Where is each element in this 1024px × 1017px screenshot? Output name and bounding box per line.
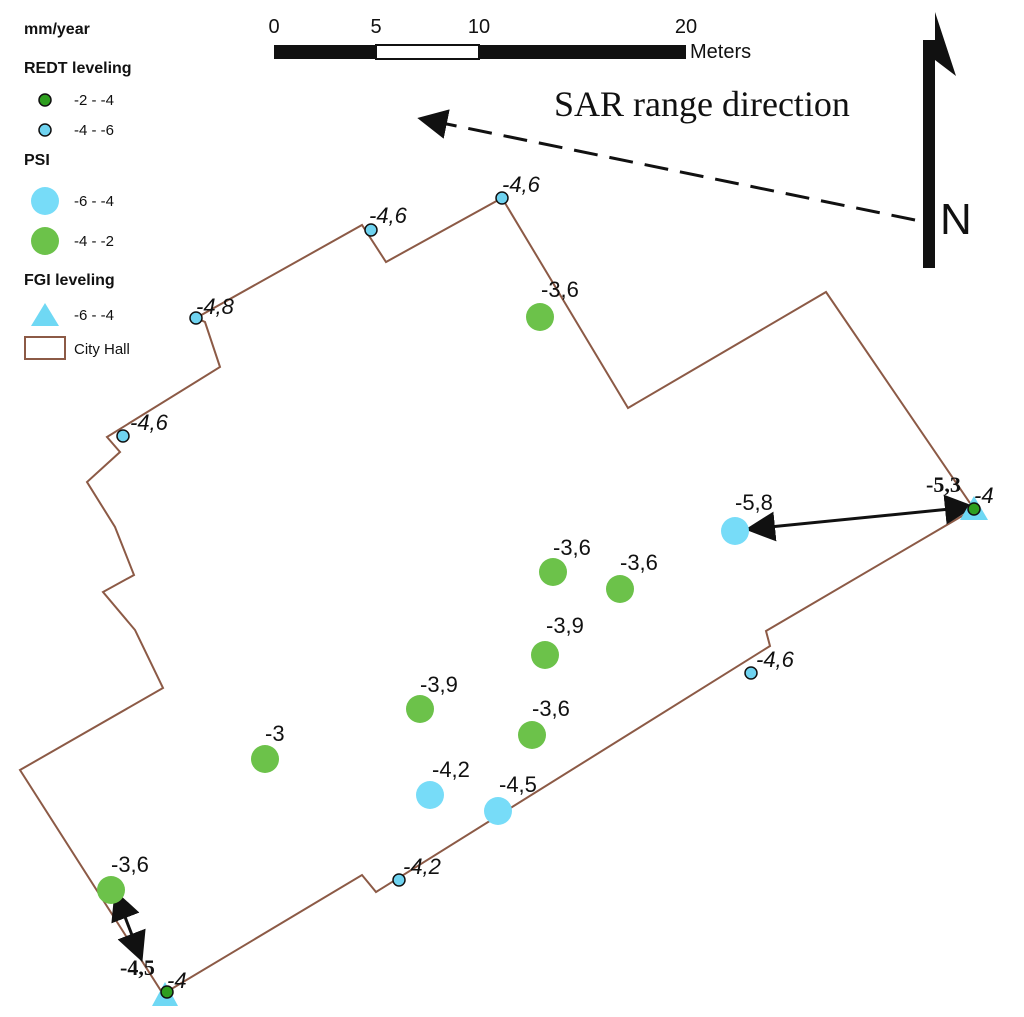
redt-label: -4,6 (130, 410, 169, 435)
redt-point (967, 502, 981, 516)
psi-label: -3,6 (620, 550, 658, 575)
north-label: N (940, 195, 972, 244)
city-hall-boundary (18, 196, 976, 996)
psi-label: -4,2 (432, 757, 470, 782)
psi-point (526, 303, 554, 331)
sar-range-direction: SAR range direction (417, 84, 916, 222)
psi-label: -3,9 (546, 613, 584, 638)
legend-fgi-item-1: -6 - -4 (74, 307, 114, 324)
north-arrow-head (935, 12, 956, 76)
legend-psi-green-symbol (31, 227, 59, 255)
scale-bar: 0 5 10 20 Meters (268, 16, 751, 63)
sar-range-direction-label: SAR range direction (554, 84, 850, 124)
scale-tick-5: 5 (370, 16, 381, 38)
redt-label: -4,6 (756, 647, 795, 672)
psi-label: -3 (265, 721, 285, 746)
psi-label: -3,6 (532, 696, 570, 721)
redt-label: -4,2 (403, 854, 441, 879)
scale-tick-20: 20 (675, 16, 697, 38)
legend-psi-title: PSI (24, 152, 50, 169)
psi-label: -3,6 (541, 277, 579, 302)
legend-unit: mm/year (24, 21, 90, 38)
psi-point (406, 695, 434, 723)
psi-point (606, 575, 634, 603)
redt-point (189, 311, 203, 325)
legend-redt-title: REDT leveling (24, 60, 132, 77)
legend: mm/year REDT leveling -2 - -4 -4 - -6 PS… (24, 21, 132, 360)
comparison-arrow-east (745, 494, 975, 542)
redt-point (744, 666, 758, 680)
north-arrow: N (923, 12, 972, 268)
redt-point (160, 985, 174, 999)
psi-point (251, 745, 279, 773)
scale-bar-segment-2 (375, 44, 480, 60)
legend-redt-item-1: -2 - -4 (74, 92, 114, 109)
redt-point (364, 223, 378, 237)
legend-psi-cyan-symbol (31, 187, 59, 215)
redt-label: -4 (167, 968, 187, 993)
psi-point (721, 517, 749, 545)
scale-bar-segment-3 (479, 45, 686, 59)
legend-psi-item-2: -4 - -2 (74, 233, 114, 250)
psi-point (518, 721, 546, 749)
legend-fgi-triangle-symbol (31, 303, 59, 326)
sar-range-direction-arrow (417, 109, 916, 222)
psi-point (416, 781, 444, 809)
psi-label: -3,9 (420, 672, 458, 697)
fgi-layer (152, 496, 988, 1006)
scale-tick-0: 0 (268, 16, 279, 38)
legend-redt-cyan-symbol (38, 123, 52, 137)
psi-label: -3,6 (111, 852, 149, 877)
legend-boundary-label: City Hall (74, 341, 130, 358)
psi-label: -3,6 (553, 535, 591, 560)
legend-boundary-symbol (24, 336, 66, 360)
fgi-label: -4,5 (120, 955, 155, 980)
psi-label: -4,5 (499, 772, 537, 797)
scale-bar-segment-1 (274, 45, 376, 59)
legend-redt-green-symbol (38, 93, 52, 107)
psi-point (97, 876, 125, 904)
psi-layer (97, 303, 749, 904)
north-arrow-shaft (923, 40, 935, 268)
legend-redt-item-2: -4 - -6 (74, 122, 114, 139)
comparison-arrow-southwest (111, 890, 146, 962)
redt-point (392, 873, 406, 887)
psi-label: -5,8 (735, 490, 773, 515)
redt-layer (116, 191, 981, 999)
fgi-label: -5,3 (926, 472, 961, 497)
redt-label: -4,8 (196, 294, 235, 319)
redt-label: -4 (974, 483, 994, 508)
scale-unit: Meters (690, 41, 751, 63)
psi-point (531, 641, 559, 669)
legend-psi-item-1: -6 - -4 (74, 193, 114, 210)
redt-point (495, 191, 509, 205)
redt-point (116, 429, 130, 443)
psi-point (484, 797, 512, 825)
redt-label: -4,6 (502, 172, 541, 197)
legend-fgi-title: FGI leveling (24, 272, 115, 289)
redt-label: -4,6 (369, 203, 408, 228)
label-layer: -4,6 -4,6 -4,8 -4,6 -4,6 -4,2 -4 -4 -3,6… (111, 172, 994, 993)
scale-tick-10: 10 (468, 16, 490, 38)
psi-point (539, 558, 567, 586)
